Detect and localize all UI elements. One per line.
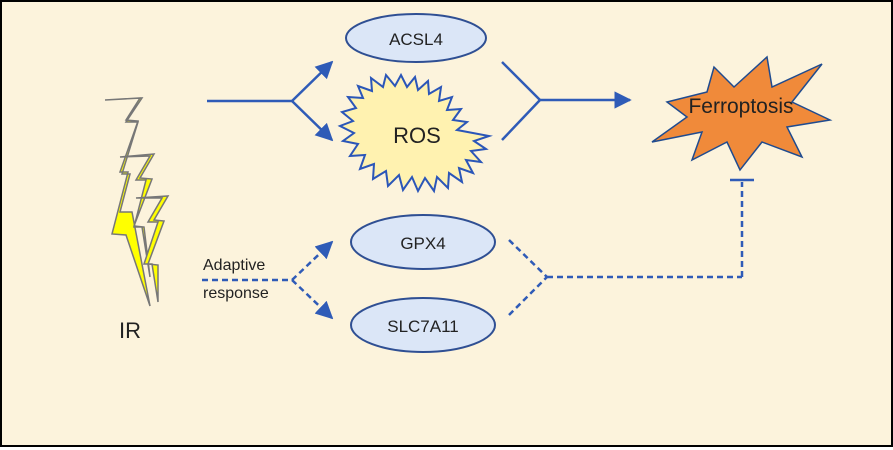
acsl4-label: ACSL4 — [389, 30, 443, 49]
upper-branch-arrows — [207, 60, 334, 142]
adaptive-response-arrows — [202, 240, 334, 320]
adaptive-label-line2: response — [203, 285, 269, 302]
ros-node — [337, 72, 493, 194]
ros-label: ROS — [393, 123, 441, 148]
lightning-bolt-icon — [104, 97, 170, 307]
slc7a11-node — [350, 297, 496, 353]
acsl4-node — [345, 13, 487, 63]
gpx4-label: GPX4 — [400, 234, 445, 253]
inhibition-line — [508, 182, 744, 316]
slc7a11-label: SLC7A11 — [387, 317, 459, 336]
ferroptosis-node — [651, 55, 833, 172]
converge-arrows — [501, 61, 632, 141]
ferroptosis-label: Ferroptosis — [688, 95, 793, 118]
gpx4-node — [350, 214, 496, 270]
adaptive-label-line1: Adaptive — [203, 257, 265, 274]
ir-label: IR — [119, 318, 141, 343]
